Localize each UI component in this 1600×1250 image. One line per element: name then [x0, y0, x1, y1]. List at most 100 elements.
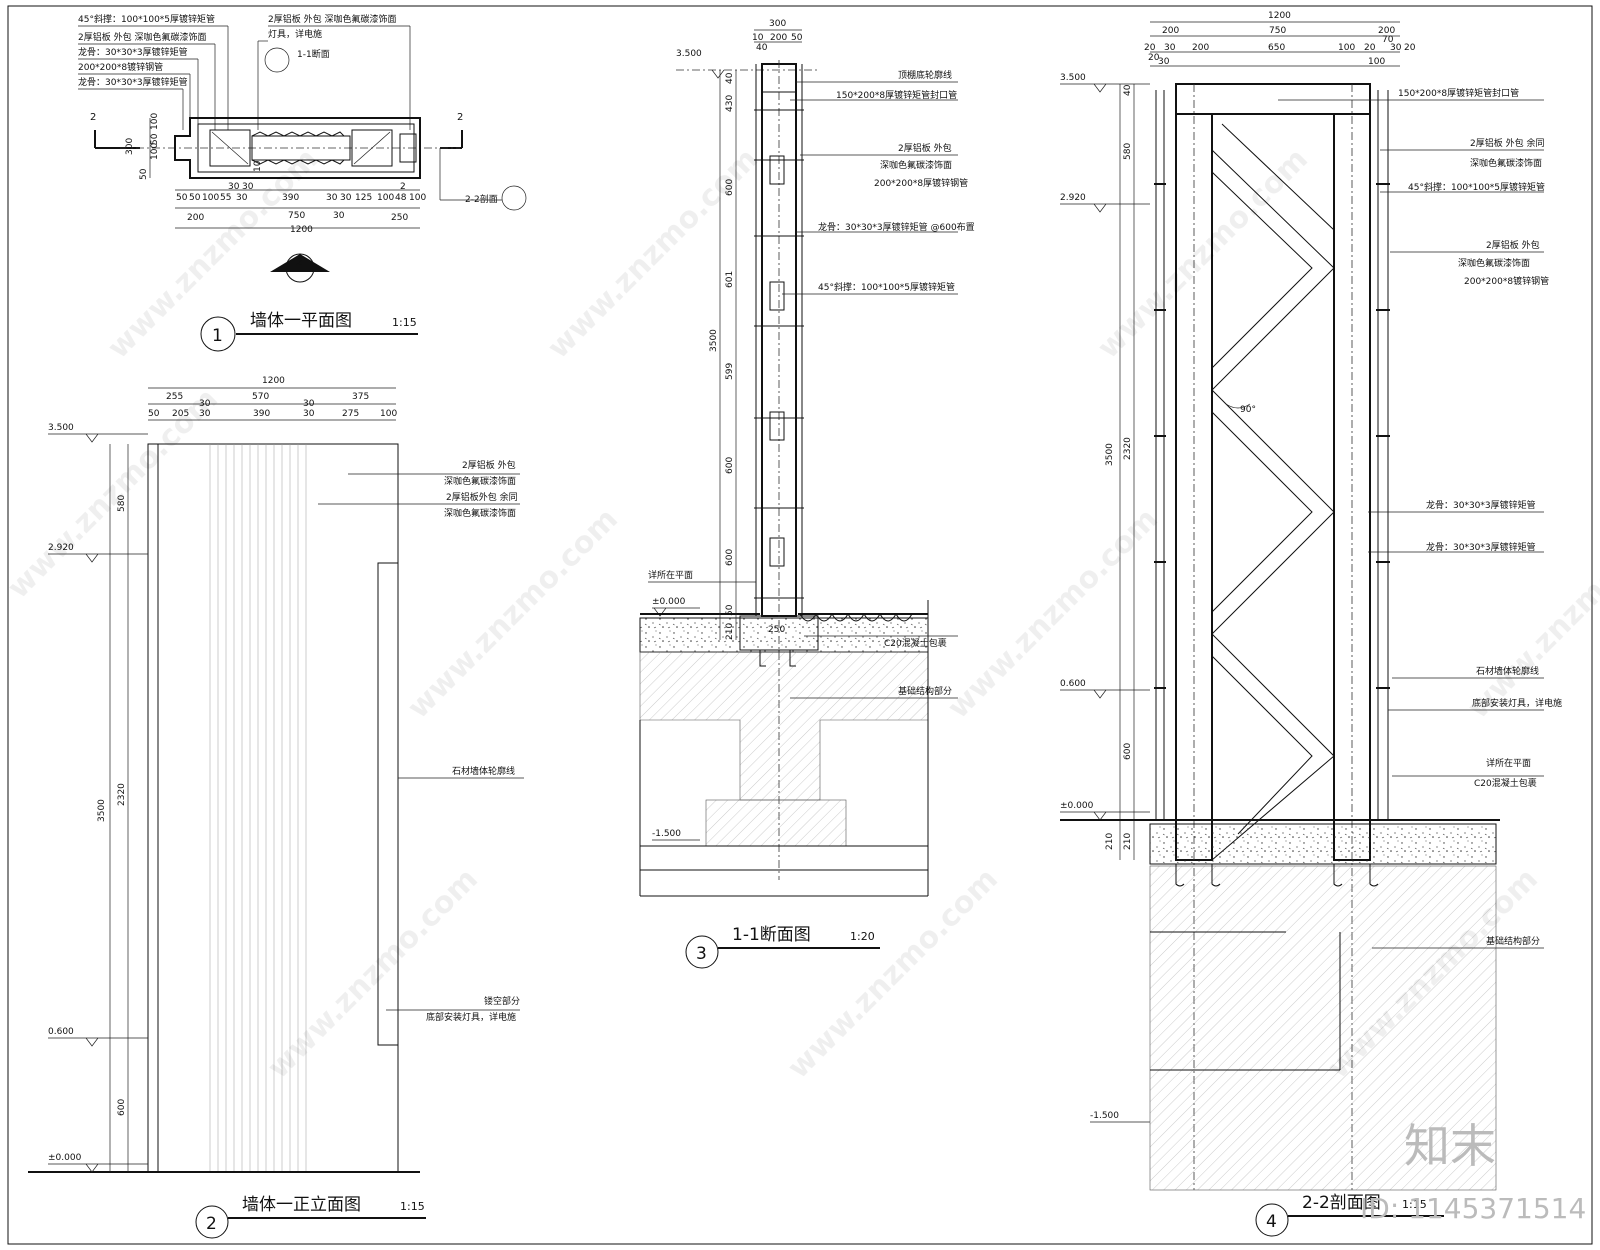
s22-note: 2厚铝板 外包 — [1486, 239, 1540, 251]
elev-vdim: 3500 — [97, 799, 107, 822]
elev-title: 墙体一正立面图 — [242, 1195, 361, 1215]
plan-dim: 50 — [189, 193, 201, 203]
elev-vdim: 2320 — [117, 783, 127, 806]
s22-scale: 1:15 — [1402, 1198, 1427, 1211]
s11-scale: 1:20 — [850, 930, 875, 943]
s22-note: 2厚铝板 外包 余同 — [1470, 137, 1544, 149]
hollow-slot — [377, 562, 399, 1046]
level-label: 3.500 — [676, 49, 702, 59]
level-label: -1.500 — [652, 829, 681, 839]
plan-dim-row1: 50 50 100 55 30 390 30 30 125 100 48 100… — [176, 160, 426, 203]
elev-dim: 30 — [199, 409, 211, 419]
section11-title-block: 3 1-1断面图 1:20 — [685, 925, 880, 969]
plan-top-note-1: 2厚铝板 外包 深咖色氟碳漆饰面 — [268, 13, 396, 25]
s11-notes: 顶棚底轮廓线 150*200*8厚镀锌矩管封口管 2厚铝板 外包 深咖色氟碳漆饰… — [648, 69, 975, 699]
level-label: -1.500 — [1090, 1111, 1119, 1121]
elev-dim: 50 — [148, 409, 160, 419]
plan-title: 墙体一平面图 — [250, 311, 352, 331]
watermark: www.znzmo.com — [401, 502, 625, 726]
s11-vdim: 600 — [725, 457, 735, 474]
s11-note: 2厚铝板 外包 — [898, 142, 952, 154]
s11-note: 深咖色氟碳漆饰面 — [880, 159, 952, 171]
plan-left-dim: 50 — [150, 133, 160, 145]
plan-dim: 250 — [391, 213, 408, 223]
watermark: www.znzmo.com — [1461, 502, 1600, 726]
plan-dim: 30 — [326, 193, 338, 203]
s22-vdim: 580 — [1123, 143, 1133, 160]
plan-dim: 2 — [400, 182, 406, 192]
elev-dim: 375 — [352, 392, 369, 402]
s11-dim: 10 — [752, 33, 764, 43]
watermark: www.znzmo.com — [541, 142, 765, 366]
level-label: ±0.000 — [652, 597, 686, 607]
plan-left-dim: 50 — [139, 168, 149, 180]
s11-dim: 200 — [770, 33, 787, 43]
plan-drawing: 45°斜撑：100*100*5厚镀锌矩管 2厚铝板 外包 深咖色氟碳漆饰面 龙骨… — [78, 13, 527, 352]
watermark: www.znzmo.com — [1091, 142, 1315, 366]
s11-dim: 300 — [769, 19, 786, 29]
plan-dim: 30 — [228, 182, 240, 192]
id-text: ID: 1145371514 — [1360, 1192, 1586, 1225]
plan-left-dim-300: 300 — [125, 138, 135, 155]
plan-dim: 750 — [288, 211, 305, 221]
s11-note: 基础结构部分 — [898, 685, 952, 697]
elev-dim: 205 — [172, 409, 189, 419]
plan-dim: 100 — [409, 193, 426, 203]
plan-dim: 55 — [220, 193, 231, 203]
s22-vdim: 3500 — [1105, 443, 1115, 466]
s11-dim: 50 — [791, 33, 803, 43]
s11-note: C20混凝土包裹 — [884, 637, 947, 649]
svg-text:2: 2 — [90, 112, 96, 123]
plan-dim: 100 — [202, 193, 219, 203]
elev-dim: 390 — [253, 409, 270, 419]
s22-note: 200*200*8镀锌钢管 — [1464, 275, 1549, 287]
plan-title-block: 1 墙体一平面图 1:15 — [200, 311, 418, 352]
s22-vdim: 40 — [1123, 84, 1133, 96]
elevation-title-block: 2 墙体一正立面图 1:15 — [195, 1195, 426, 1239]
s22-dim: 30 — [1390, 43, 1402, 53]
plan-left-dim: 100 — [150, 143, 160, 160]
s22-title-number: 4 — [1266, 1212, 1277, 1232]
s11-title-number: 3 — [696, 944, 707, 964]
title-circle — [200, 316, 236, 352]
s22-title: 2-2剖面图 — [1302, 1193, 1381, 1213]
elev-vdim: 580 — [117, 495, 127, 512]
elev-note: 镂空部分 — [484, 995, 520, 1007]
s11-vdim: 600 — [725, 549, 735, 566]
plan-dim: 30 — [340, 193, 352, 203]
level-label: 2.920 — [48, 543, 74, 553]
s22-note: 150*200*8厚镀锌矩管封口管 — [1398, 87, 1519, 99]
s22-dim: 1200 — [1268, 11, 1291, 21]
plan-annotations: 45°斜撑：100*100*5厚镀锌矩管 2厚铝板 外包 深咖色氟碳漆饰面 龙骨… — [78, 13, 527, 211]
elev-dim-total: 1200 — [262, 376, 285, 386]
s11-note: 顶棚底轮廓线 — [898, 69, 952, 81]
s22-dim: 200 — [1192, 43, 1209, 53]
elevation-drawing: 1200 255 570 375 50 205 30 30 390 30 30 … — [28, 376, 524, 1239]
svg-text:2: 2 — [457, 112, 463, 123]
elev-dim: 30 — [303, 409, 315, 419]
s22-vdim: 600 — [1123, 743, 1133, 760]
section-2-2-marker — [501, 185, 527, 211]
s22-dim: 100 — [1338, 43, 1355, 53]
plan-top-note-2: 灯具，详电施 — [268, 28, 322, 40]
s22-vdim: 210 — [1105, 833, 1115, 850]
s11-dim: 40 — [756, 43, 768, 53]
s11-concrete-slab — [639, 617, 929, 653]
s22-note: 石材墙体轮廓线 — [1476, 665, 1539, 677]
watermark: www.znzmo.com — [941, 502, 1165, 726]
plan-title-number: 1 — [212, 326, 223, 346]
level-label: ±0.000 — [48, 1153, 82, 1163]
s11-title: 1-1断面图 — [732, 925, 811, 945]
s22-dim: 750 — [1269, 26, 1286, 36]
s22-note: 详所在平面 — [1486, 757, 1531, 769]
s22-dim: 20 — [1364, 43, 1376, 53]
plan-note-2: 2厚铝板 外包 深咖色氟碳漆饰面 — [78, 31, 206, 43]
level-label: 3.500 — [48, 423, 74, 433]
plan-dim: 30 — [242, 182, 254, 192]
s11-note: 详所在平面 — [648, 569, 693, 581]
elev-dim: 30 — [199, 399, 211, 409]
plan-dim: 50 — [176, 193, 188, 203]
plan-dim: 125 — [355, 193, 372, 203]
s22-dim: 70 — [1382, 35, 1394, 45]
